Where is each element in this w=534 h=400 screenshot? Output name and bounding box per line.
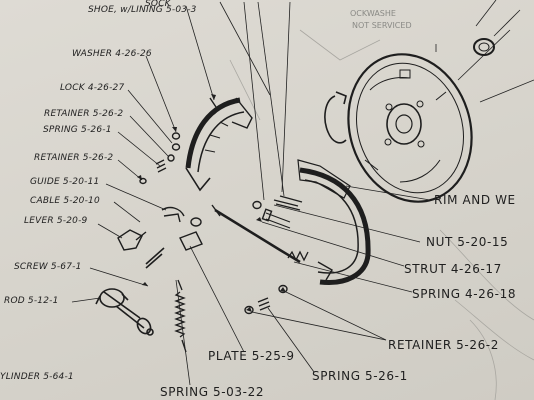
label-retainer-left: RETAINER 5-26-2 — [34, 153, 114, 163]
label-guide: GUIDE 5-20-11 — [30, 177, 100, 187]
arrowheads — [137, 94, 286, 312]
strut-bar — [214, 208, 301, 264]
wheel-cylinder — [95, 288, 154, 336]
upper-hardware — [139, 132, 181, 185]
leader-lines — [71, 0, 534, 386]
label-cable: CABLE 5-20-10 — [30, 196, 100, 206]
label-spring-right: SPRING 4-26-18 — [412, 287, 517, 301]
label-strut: STRUT 4-26-17 — [404, 262, 502, 276]
lower-hardware — [244, 284, 288, 315]
label-spring-bottom: SPRING 5-03-22 — [160, 385, 265, 399]
label-cylinder: YLINDER 5-64-1 — [0, 372, 74, 382]
seal-ring — [473, 38, 495, 56]
strut-spring — [287, 250, 309, 262]
center-hardware — [252, 195, 303, 229]
label-spring-upper: SPRING 5-26-1 — [43, 125, 112, 135]
screw-part — [145, 247, 165, 269]
label-socket-partial: SOCK — [145, 0, 171, 9]
label-lever: LEVER 5-20-9 — [24, 216, 88, 226]
label-retainer-upper: RETAINER 5-26-2 — [44, 109, 124, 119]
lower-brake-shoe — [297, 159, 371, 286]
label-faint-not-serviced: NOT SERVICED — [352, 21, 412, 30]
label-faint-lockwasher: OCKWASHE — [350, 9, 396, 18]
adjuster-spring-clip — [324, 91, 347, 144]
label-nut: NUT 5-20-15 — [426, 235, 509, 249]
background-sketch-lines — [229, 29, 534, 400]
label-plate: PLATE 5-25-9 — [208, 349, 295, 363]
label-rim-and-web: RIM AND WE — [434, 193, 516, 207]
shoe-clip — [209, 97, 219, 115]
label-rod: ROD 5-12-1 — [4, 296, 59, 306]
upper-brake-shoe — [185, 97, 253, 192]
label-washer: WASHER 4-26-26 — [72, 49, 152, 59]
label-shoe-with-lining: SHOE, w/LINING 5-03-3 — [88, 5, 197, 15]
backing-plate — [347, 53, 473, 203]
plate-part — [179, 231, 203, 251]
label-retainer-right: RETAINER 5-26-2 — [388, 338, 499, 352]
label-spring-center: SPRING 5-26-1 — [312, 369, 408, 383]
guide-cable-lever — [117, 206, 202, 251]
label-lock: LOCK 4-26-27 — [60, 83, 125, 93]
label-screw: SCREW 5-67-1 — [14, 262, 82, 272]
